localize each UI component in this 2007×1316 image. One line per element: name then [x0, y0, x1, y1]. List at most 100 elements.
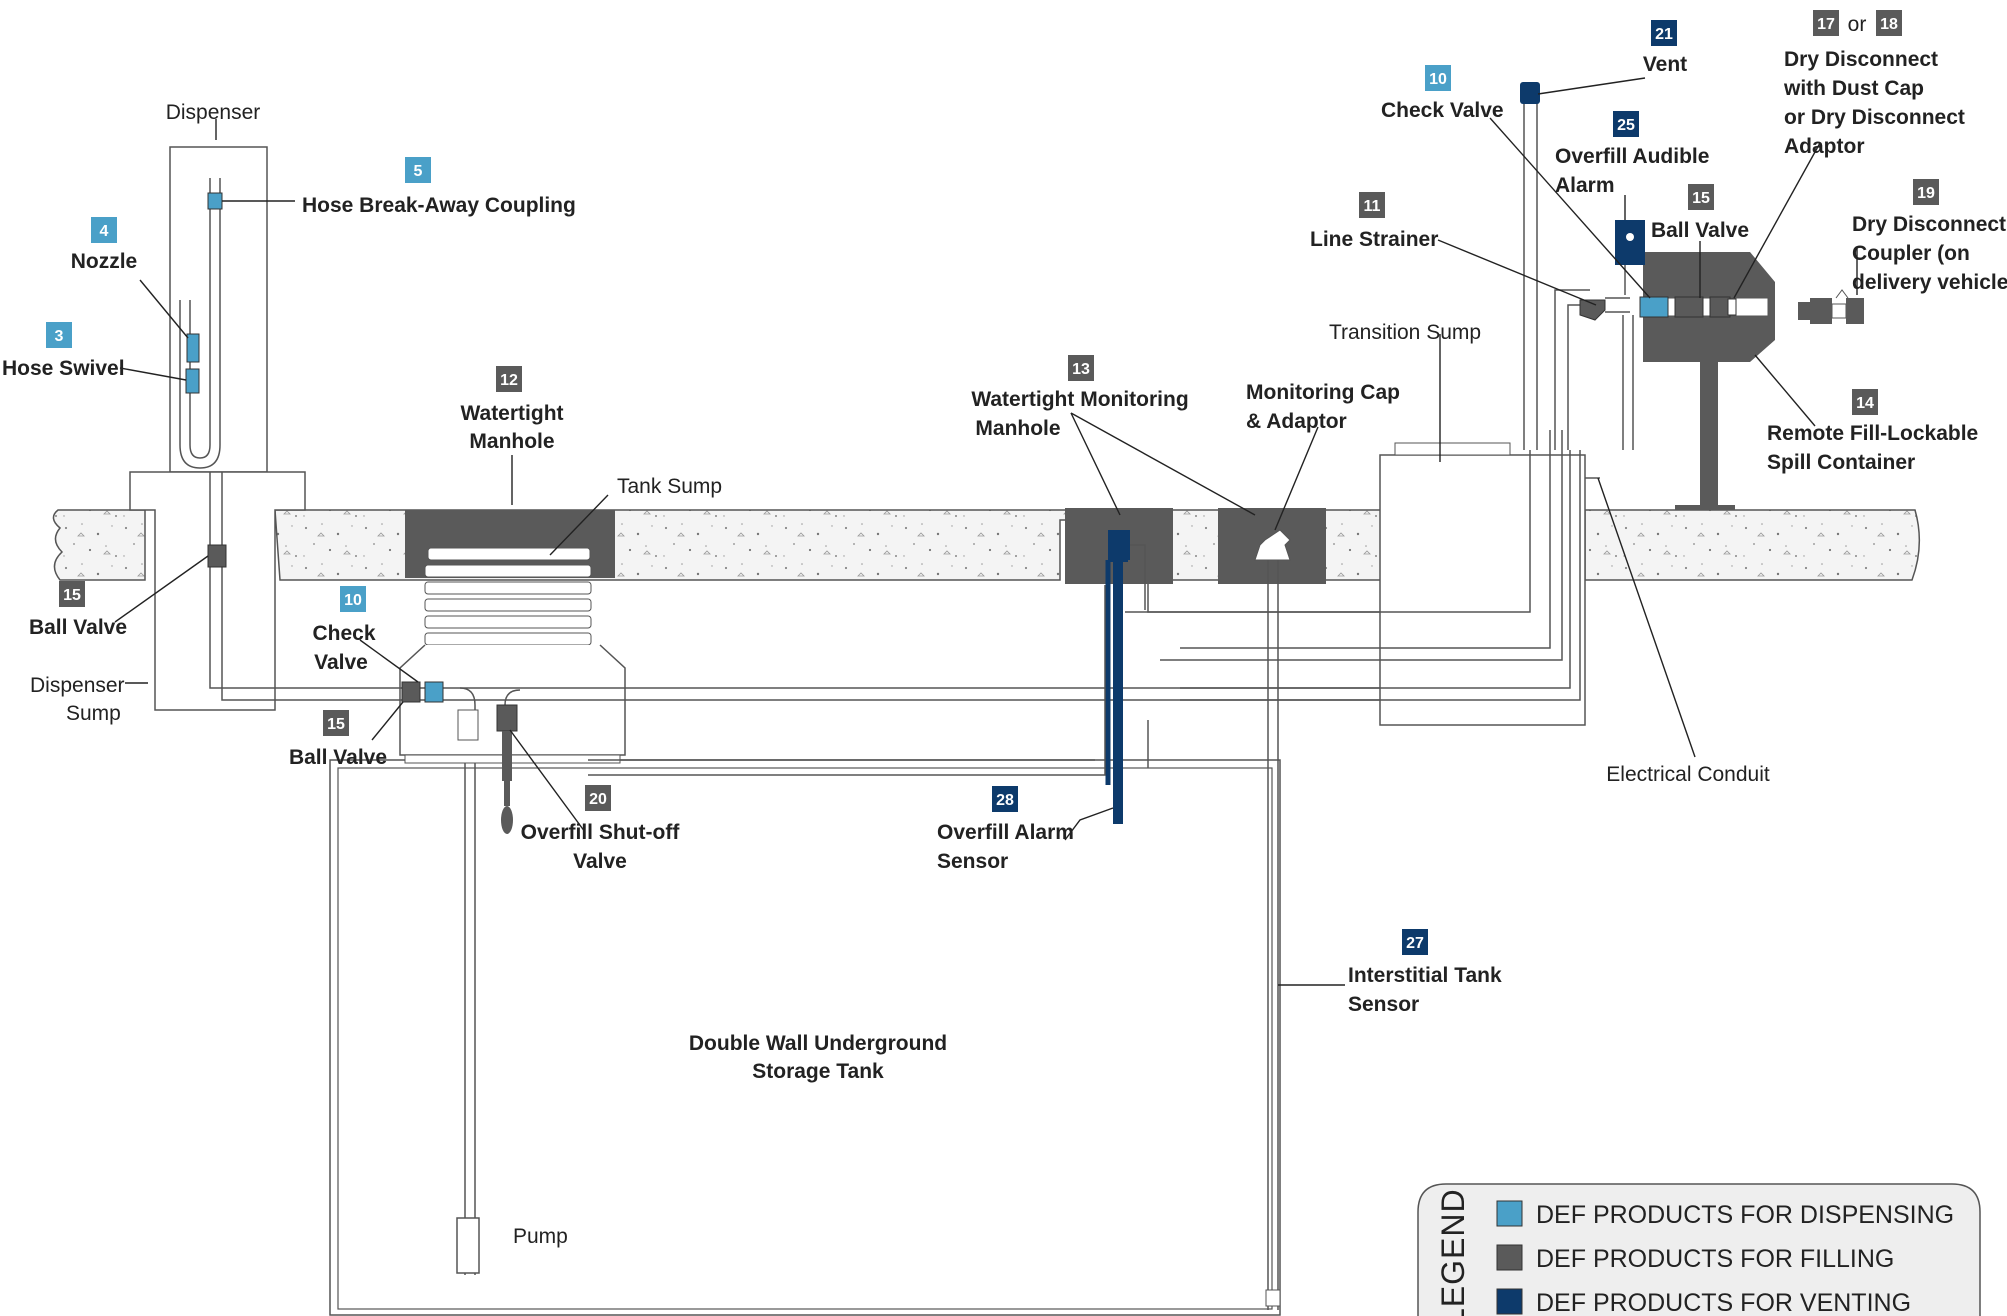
label-monitoring-cap-1: Monitoring Cap [1246, 381, 1400, 404]
tank-sump [399, 510, 1390, 834]
legend-title: LEGEND [1435, 1188, 1471, 1316]
legend-item-filling: DEF PRODUCTS FOR FILLING [1536, 1245, 1894, 1273]
svg-text:11: 11 [1364, 198, 1381, 215]
label-dry-coupler-2: Coupler (on [1852, 242, 1970, 265]
label-hose-breakaway-coupling: Hose Break-Away Coupling [302, 194, 576, 217]
svg-text:15: 15 [1692, 190, 1710, 207]
label-overfill-audible-1: Overfill Audible [1555, 145, 1709, 168]
svg-text:5: 5 [414, 163, 423, 180]
legend-item-dispensing: DEF PRODUCTS FOR DISPENSING [1536, 1201, 1954, 1229]
label-check-valve-left-2: Valve [314, 651, 368, 674]
badge-3: 3 [46, 322, 72, 348]
label-tank-2: Storage Tank [752, 1060, 884, 1083]
svg-text:14: 14 [1856, 395, 1874, 412]
ball-valve-remote [1674, 296, 1704, 318]
label-overfill-shutoff-2: Valve [573, 850, 627, 873]
label-dry-coupler-1: Dry Disconnect [1852, 213, 2006, 236]
badge-18: 18 [1876, 10, 1902, 36]
vent-cap [1520, 82, 1540, 104]
label-hose-swivel: Hose Swivel [2, 357, 125, 380]
label-interstitial-sensor-2: Sensor [1348, 993, 1419, 1016]
pump-part [456, 1217, 480, 1274]
legend-swatch-venting [1496, 1288, 1523, 1315]
label-pump: Pump [513, 1225, 568, 1248]
spill-container-post [1700, 362, 1718, 507]
check-valve-remote [1639, 296, 1669, 318]
nozzle-part [186, 333, 200, 363]
svg-text:12: 12 [500, 372, 518, 389]
hose-swivel-part [185, 368, 200, 394]
badge-15-mid: 15 [323, 710, 349, 736]
svg-text:25: 25 [1617, 117, 1635, 134]
legend: LEGEND DEF PRODUCTS FOR DISPENSING DEF P… [1417, 1183, 1981, 1316]
overfill-shutoff-valve-part [502, 731, 512, 781]
label-dry-disconnect-2: with Dust Cap [1783, 77, 1924, 100]
badge-27: 27 [1402, 929, 1428, 955]
leader-lines [114, 77, 1858, 986]
svg-text:4: 4 [100, 223, 109, 240]
label-tank-sump: Tank Sump [617, 475, 722, 498]
svg-text:18: 18 [1880, 16, 1898, 33]
label-overfill-shutoff-1: Overfill Shut-off [521, 821, 681, 844]
svg-text:27: 27 [1406, 935, 1424, 952]
label-line-strainer: Line Strainer [1310, 228, 1438, 251]
badge-20: 20 [585, 785, 611, 811]
transition-sump [1125, 430, 1600, 726]
label-transition-sump: Transition Sump [1329, 321, 1481, 344]
svg-text:21: 21 [1655, 26, 1673, 43]
check-valve-sump [424, 681, 444, 703]
svg-text:10: 10 [1429, 71, 1447, 88]
label-tank-1: Double Wall Underground [689, 1032, 947, 1055]
label-ball-valve-mid: Ball Valve [289, 746, 387, 769]
badge-25: 25 [1613, 111, 1639, 137]
legend-swatch-dispensing [1496, 1200, 1523, 1227]
label-watertight-monitoring-2: Manhole [975, 417, 1060, 440]
badge-14: 14 [1852, 389, 1878, 415]
label-dry-coupler-3: delivery vehicle) [1852, 271, 2007, 294]
label-dry-disconnect-1: Dry Disconnect [1784, 48, 1938, 71]
badge-15-left: 15 [59, 581, 85, 607]
label-monitoring-cap-2: & Adaptor [1246, 410, 1347, 433]
svg-text:15: 15 [327, 716, 345, 733]
label-dispenser: Dispenser [166, 101, 261, 124]
badge-17: 17 [1813, 10, 1839, 36]
label-dry-disconnect-3: or Dry Disconnect [1784, 106, 1965, 129]
label-watertight-manhole-1: Watertight [460, 402, 563, 425]
badge-19: 19 [1913, 179, 1939, 205]
label-watertight-monitoring-1: Watertight Monitoring [971, 388, 1188, 411]
svg-text:13: 13 [1072, 361, 1090, 378]
hose-breakaway-coupling-part [207, 192, 223, 210]
label-remote-fill-2: Spill Container [1767, 451, 1915, 474]
svg-text:15: 15 [63, 587, 81, 604]
badge-10-left: 10 [340, 586, 366, 612]
label-check-valve-left-1: Check [312, 622, 375, 645]
svg-text:19: 19 [1917, 185, 1935, 202]
label-watertight-manhole-2: Manhole [469, 430, 554, 453]
label-ball-valve-left: Ball Valve [29, 616, 127, 639]
badge-5: 5 [405, 157, 431, 183]
svg-text:28: 28 [996, 792, 1014, 809]
label-nozzle: Nozzle [71, 250, 138, 273]
label-dispenser-sump-1: Dispenser [30, 674, 125, 697]
monitoring-manholes [588, 508, 1390, 1310]
label-or: or [1848, 13, 1867, 36]
svg-text:20: 20 [589, 791, 607, 808]
label-vent: Vent [1643, 53, 1687, 76]
badge-21: 21 [1651, 20, 1677, 46]
label-remote-fill-1: Remote Fill-Lockable [1767, 422, 1978, 445]
ball-valve-dispenser [207, 544, 227, 568]
badge-28: 28 [992, 786, 1018, 812]
label-overfill-audible-2: Alarm [1555, 174, 1615, 197]
svg-text:17: 17 [1817, 16, 1835, 33]
remote-fill [1554, 220, 1864, 510]
ball-valve-sump [401, 681, 421, 703]
legend-item-venting: DEF PRODUCTS FOR VENTING [1536, 1289, 1911, 1316]
label-overfill-alarm-sensor-2: Sensor [937, 850, 1008, 873]
badge-11: 11 [1359, 192, 1385, 218]
dispenser-sump-part [129, 471, 306, 711]
label-check-valve-right: Check Valve [1381, 99, 1504, 122]
badge-15-right: 15 [1688, 184, 1714, 210]
badge-13: 13 [1068, 355, 1094, 381]
